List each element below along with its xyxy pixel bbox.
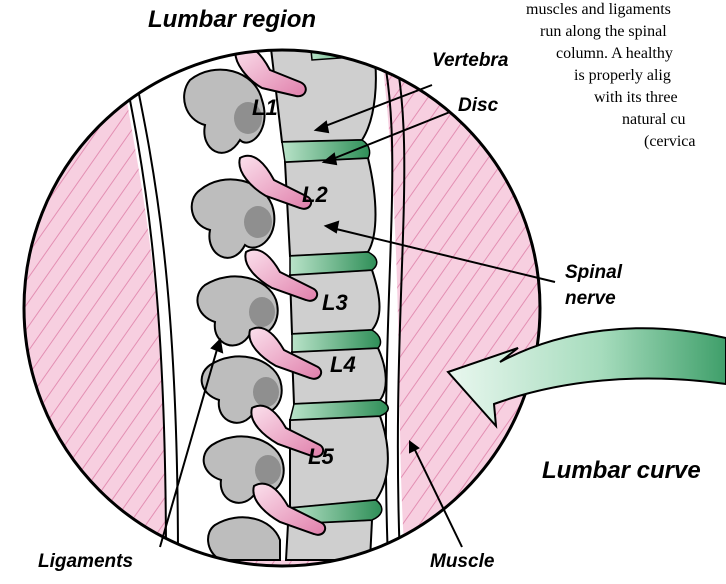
callout-spinal-line1: Spinal	[565, 262, 622, 284]
callout-disc: Disc	[458, 95, 498, 117]
vertebra-label-l1: L1	[252, 95, 278, 121]
vertebra-label-l3: L3	[322, 290, 348, 316]
callout-muscle: Muscle	[430, 551, 494, 573]
callout-ligaments: Ligaments	[38, 551, 133, 573]
paragraph-line-1: muscles and ligaments	[526, 0, 671, 20]
callout-spinal-line2: nerve	[565, 288, 616, 310]
vertebra-label-l5: L5	[308, 444, 334, 470]
paragraph-line-7: (cervica	[644, 132, 696, 152]
diagram-title: Lumbar region	[148, 6, 316, 34]
paragraph-line-5: with its three	[594, 88, 678, 108]
paragraph-line-6: natural cu	[622, 110, 686, 130]
paragraph-line-4: is properly alig	[574, 66, 671, 86]
paragraph-line-2: run along the spinal	[540, 22, 667, 42]
vertebra-label-l2: L2	[302, 182, 328, 208]
callout-vertebra: Vertebra	[432, 50, 508, 72]
vertebra-label-l4: L4	[330, 352, 356, 378]
paragraph-line-3: column. A healthy	[556, 44, 673, 64]
callout-lumbar-curve: Lumbar curve	[542, 457, 701, 485]
